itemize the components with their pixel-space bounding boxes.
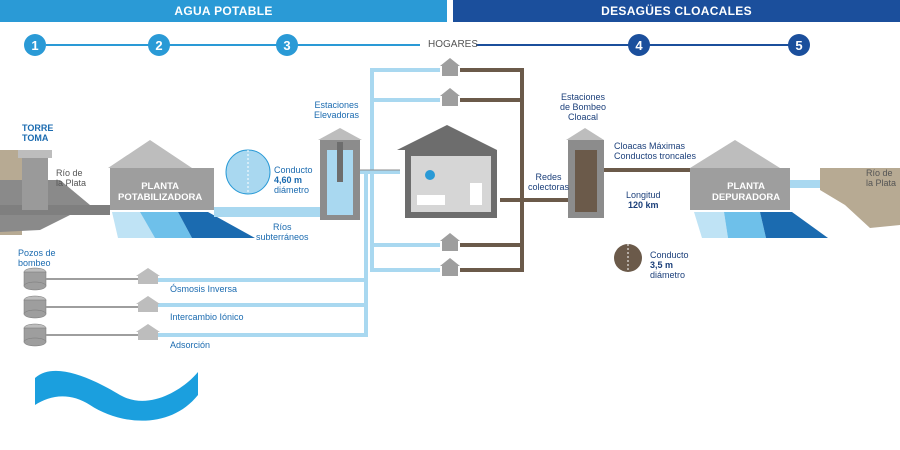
header-desagues-cloacales: DESAGÜES CLOACALES — [453, 0, 900, 22]
intercambio-label: Intercambio Iónico — [170, 312, 244, 322]
shower-icon — [425, 170, 435, 180]
intake-pipe — [0, 205, 110, 215]
sewage-pipes — [460, 68, 690, 272]
hogares-label: HOGARES — [428, 39, 479, 50]
tank-1 — [112, 212, 155, 238]
planta-depuradora-icon — [690, 168, 790, 210]
planta-potabilizadora-icon — [110, 168, 214, 210]
planta-depuradora-roof — [690, 140, 780, 168]
right-bank — [820, 168, 900, 228]
outflow-pipe — [790, 180, 845, 188]
water-wave-icon — [35, 370, 198, 421]
tank-2 — [140, 212, 192, 238]
header-agua-potable: AGUA POTABLE — [0, 0, 447, 22]
main-house-roof — [397, 125, 497, 150]
estacion-elevadora-icon — [318, 128, 362, 140]
toilet-icon — [470, 183, 482, 205]
step-4: 4 — [628, 34, 650, 56]
tank-3 — [178, 212, 255, 238]
pozos-lines — [46, 278, 140, 336]
step-2: 2 — [148, 34, 170, 56]
distribution-pipes — [148, 68, 440, 337]
adsorcion-label: Adsorción — [170, 340, 211, 350]
treatment-house-icons — [136, 268, 160, 340]
torre-toma-icon — [22, 155, 48, 210]
planta-potabilizadora-roof — [108, 140, 192, 168]
step-1: 1 — [24, 34, 46, 56]
step-5: 5 — [788, 34, 810, 56]
step-3: 3 — [276, 34, 298, 56]
bathtub-icon — [417, 195, 445, 205]
water-pipe — [214, 207, 338, 217]
hogar-icons — [440, 58, 460, 276]
osmosis-label: Ósmosis Inversa — [170, 284, 238, 294]
pozos-bombeo-icons — [23, 267, 47, 347]
estacion-bombeo-icon — [566, 128, 604, 140]
